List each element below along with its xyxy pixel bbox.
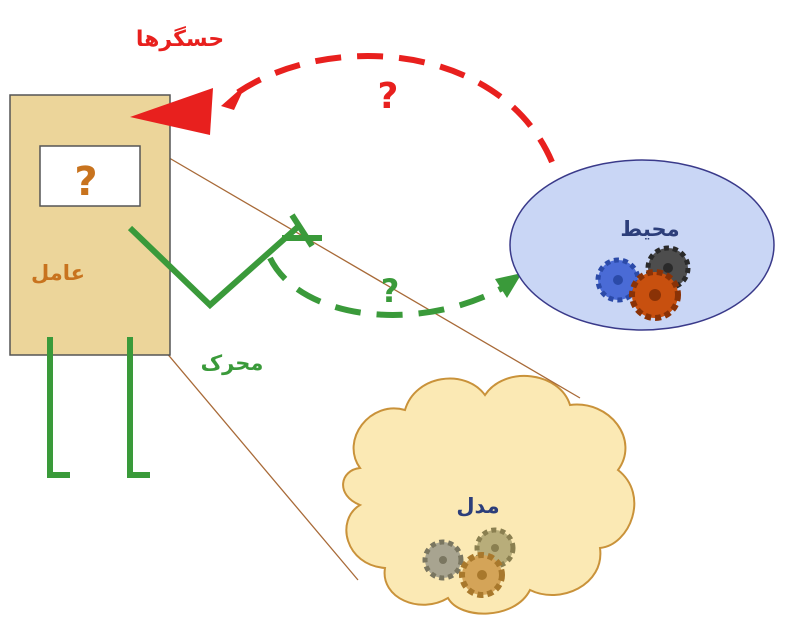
model-cloud	[342, 374, 636, 615]
actuator-dashed-arrow	[267, 256, 510, 318]
sensor-arrowhead	[130, 88, 213, 135]
agent-body	[9, 94, 171, 356]
actuator-arm	[127, 222, 302, 310]
projection-line-top	[134, 137, 581, 399]
actuator-question-mark: ?	[381, 272, 400, 310]
agent-leg-right	[127, 337, 150, 478]
agent-box-question-mark: ?	[74, 159, 97, 205]
environment-ellipse	[509, 159, 775, 331]
agent-inner-box	[39, 145, 141, 207]
sensor-dashed-arrow	[228, 53, 555, 164]
actuator-arrowhead	[495, 273, 522, 298]
sensors-label: حسگرها	[136, 25, 224, 52]
agent-leg-left	[47, 337, 70, 478]
environment-label: محیط	[620, 217, 679, 241]
agent-label: عامل	[31, 261, 85, 285]
actuator-label: محرک	[201, 351, 264, 375]
gears-icon	[595, 245, 691, 321]
sensor-question-mark: ?	[378, 76, 399, 117]
gears-icon	[422, 527, 516, 598]
sensor-small-arrowhead	[221, 84, 246, 110]
model-label: مدل	[456, 494, 499, 518]
